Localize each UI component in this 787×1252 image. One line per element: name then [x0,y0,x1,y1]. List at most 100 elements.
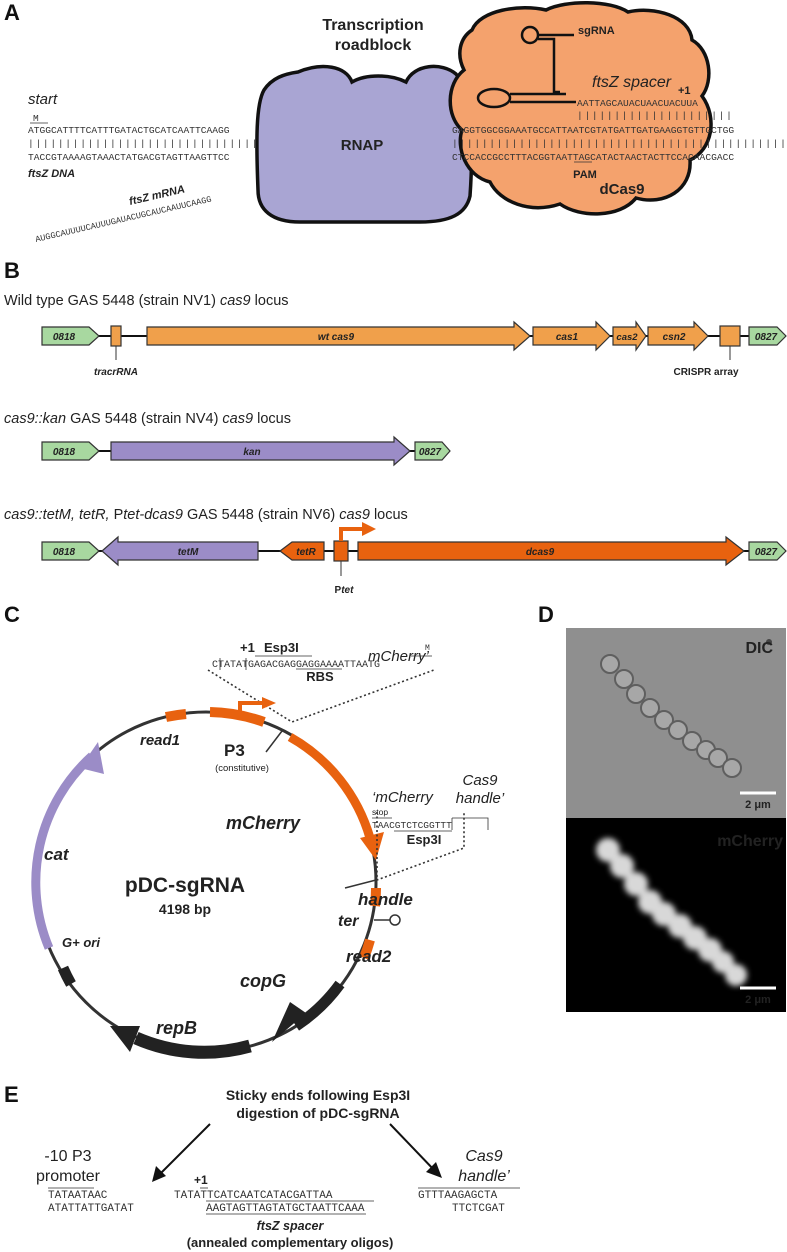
start-aa: M [33,113,39,124]
cas9-handle-2: handle’ [458,1168,510,1185]
dna-top-left: ATGGCATTTTCATTTGATACTGCATCAATTCAAGG [28,125,230,136]
gene-0827-l2 [414,441,451,461]
gene-0818-l3 [41,541,100,561]
panel-d-label: D [538,602,554,627]
dna-label: ftsZ DNA [28,168,75,180]
svg-text:dcas9: dcas9 [526,547,555,558]
panel-b-label: B [4,258,20,283]
spacer-label-e: ftsZ spacer [257,1219,325,1233]
sticky-title-2: digestion of pDC-sgRNA [236,1105,399,1121]
repb-label: repB [156,1018,197,1038]
gene-0827-l1 [748,326,787,346]
seq-left-bottom: ATATTATTGATAT [48,1203,134,1215]
gene-tetM [101,535,259,567]
handle-label: handle [358,890,413,909]
sgrna-label: sgRNA [578,25,615,37]
mcherry-label: mCherry [226,813,301,833]
gene-dcas9 [357,535,745,567]
gene-csn2 [647,320,709,352]
gene-0818-l1 [41,326,100,346]
svg-text:cas1: cas1 [556,332,579,343]
plasmid-size: 4198 bp [159,901,211,917]
ptet-label: Ptet [335,585,355,596]
rnap-shape [255,64,474,224]
rnap-label: RNAP [341,137,384,154]
start-label: start [28,91,58,108]
crispr-array-label: CRISPR array [673,367,738,378]
repb-arc [133,1032,252,1059]
svg-text:csn2: csn2 [663,332,686,343]
promoter-2: promoter [36,1168,101,1185]
inset1-plus1: +1 [240,640,255,655]
svg-text:wt cas9: wt cas9 [318,332,355,343]
dcas9-label: dCas9 [599,181,644,198]
cas9-handle-1: Cas9 [465,1148,502,1165]
inset2-mcherry: ‘mCherry [372,789,434,806]
promoter-1: -10 P3 [44,1148,91,1165]
seq-mid-top: TATATTCATCAATCATACGATTAA [174,1190,333,1202]
cat-arc [31,752,96,950]
panel-a-label: A [4,0,20,25]
seq-right-top: GTTTAAGAGCTA [418,1190,498,1202]
copg-arc [292,980,345,1031]
mrna-seq: AUGGCAUUUUCAUUUGAUACUGCAUCAAUUCAAGG [34,195,212,245]
inset2-handle: handle’ [456,790,505,807]
inset1-esp3i: Esp3I [264,640,299,655]
locus2-title: cas9::kan GAS 5448 (strain NV4) cas9 loc… [4,411,291,427]
locus3-title: cas9::tetM, tetR, Ptet-dcas9 GAS 5448 (s… [4,507,408,523]
cat-label: cat [44,845,70,864]
dna-top-right: GAGGTGGCGGAAATGCCATTAATCGTATGATTGATGAAGG… [452,125,734,136]
dna-bottom-left: TACCGTAAAAGTAAACTATGACGTAGTTAAGTTCC [28,152,230,163]
svg-text:cas2: cas2 [616,332,638,343]
inset2-seq: TAACGTCTCGGTTT [372,820,452,831]
roadblock-title-1: Transcription [322,17,423,34]
svg-text:0818: 0818 [53,447,76,458]
spacer-label: ftsZ spacer [592,74,672,91]
plus1-a: +1 [678,85,691,97]
gene-cas2 [612,320,647,352]
oligo-label: (annealed complementary oligos) [187,1235,394,1250]
inset2-cas9: Cas9 [462,772,498,789]
dcas9-shape [448,1,713,216]
gene-0818-l2 [41,441,100,461]
inset1-rbs: RBS [306,669,334,684]
svg-text:0827: 0827 [419,447,442,458]
panel-c-label: C [4,602,20,627]
inset2-stop: stop [372,807,388,817]
gene-tetR [279,541,325,561]
gori-label: G+ ori [62,935,100,950]
gene-cas1 [532,320,611,352]
svg-text:0818: 0818 [53,332,76,343]
copg-label: copG [240,971,286,991]
svg-text:0827: 0827 [755,547,778,558]
inset1-aa: M [425,644,430,653]
svg-text:||||||||||||||||||||||||||||||: ||||||||||||||||||||||||||||||||||||||||… [452,138,787,149]
gene-0827-l3 [748,541,787,561]
spacer-seq: AATTAGCAUACUAACUACUUA [577,98,698,109]
svg-text:||||||||||||||||||||||||||||||: ||||||||||||||||||||||||||||||||||| [28,138,289,149]
sticky-title-1: Sticky ends following Esp3I [226,1087,410,1103]
dic-label: DIC [745,640,773,657]
seq-mid-bottom: AAGTAGTTAGTATGCTAATTCAAA [206,1203,365,1215]
svg-text:|||||||||||||||||||||: ||||||||||||||||||||| [577,110,734,121]
mcherry-channel-label: mCherry [717,833,783,850]
scale-bar-1: 2 μm [745,799,771,811]
ter-label: ter [338,913,359,930]
plus1-e: +1 [194,1173,208,1187]
pam-label: PAM [573,169,597,181]
inset1-mcherry-prime: mCherry’ [368,648,430,665]
p3-label: P3 [224,741,245,760]
svg-text:tetR: tetR [296,547,316,558]
scale-bar-2: 2 μm [745,994,771,1006]
locus1-title: Wild type GAS 5448 (strain NV1) cas9 loc… [4,293,289,309]
svg-text:0818: 0818 [53,547,76,558]
svg-text:tetM: tetM [178,547,199,558]
tracrrna-label: tracrRNA [94,367,138,378]
svg-text:0827: 0827 [755,332,778,343]
gene-kan [110,435,411,467]
plasmid-name: pDC-sgRNA [125,874,245,897]
mcherry-arc [287,733,375,840]
constitutive-label: (constitutive) [215,763,269,774]
panel-e-label: E [4,1082,19,1107]
